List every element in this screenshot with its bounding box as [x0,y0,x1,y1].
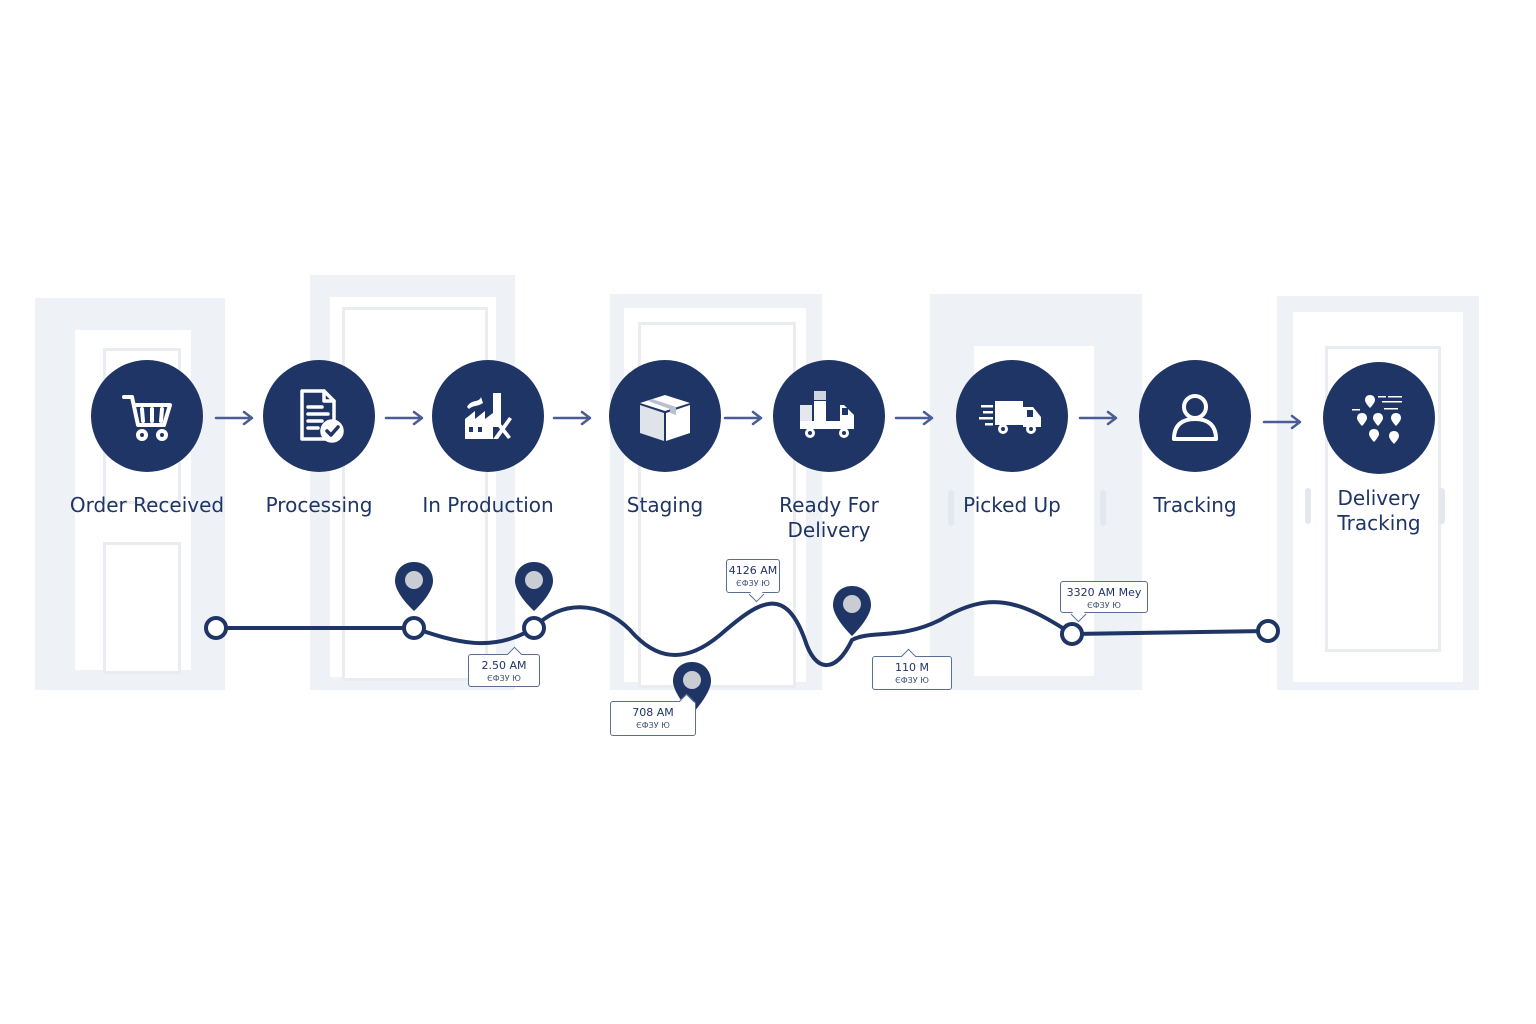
step-ready-for-delivery: Ready For Delivery [742,360,916,545]
map-pins-icon [1323,362,1435,474]
arrow-icon [384,410,424,426]
step-order-received: Order Received [62,360,232,520]
step-staging: Staging [580,360,750,520]
timestamp-callout: 3320 AM Mey ЄФЗУ Ю [1060,581,1148,623]
shopping-cart-icon [91,360,203,472]
callout-time: 4126 AM [728,564,778,577]
step-tracking: Tracking [1110,360,1280,520]
callout-time: 3320 AM Mey [1066,586,1142,599]
door-background-3 [610,294,822,690]
map-pin-icon [395,562,433,611]
person-icon [1139,360,1251,472]
callout-subtext: ЄФЗУ Ю [895,676,929,685]
step-in-production: In Production [402,360,574,520]
door-background-4 [930,294,1142,690]
arrow-icon [1262,414,1302,430]
door-background-5 [1277,296,1479,690]
step-picked-up: Picked Up [922,360,1102,520]
step-label: Order Received [69,493,225,517]
box-icon [609,360,721,472]
callout-subtext: ЄФЗУ Ю [487,674,521,683]
step-label: Ready For Delivery [779,493,879,542]
arrow-icon [552,410,592,426]
step-label: Processing [265,493,373,517]
arrow-icon [723,410,763,426]
callout-time: 708 AM [632,706,674,719]
route-node [204,616,1280,646]
factory-icon [432,360,544,472]
callout-time: 2.50 AM [481,659,527,672]
callout-time: 110 M [895,661,929,674]
document-check-icon [263,360,375,472]
step-label: Tracking [1153,493,1237,517]
timestamp-callout: 2.50 AM ЄФЗУ Ю [468,646,540,687]
step-label: In Production [422,493,554,517]
step-delivery-tracking: Delivery Tracking [1292,362,1466,547]
map-pin-icon [833,586,871,636]
map-pin-icon [515,562,553,611]
arrow-icon [214,410,254,426]
step-label: Staging [626,493,704,517]
step-label: Delivery Tracking [1337,486,1421,535]
loaded-truck-icon [773,360,885,472]
timestamp-callout: 4126 AM ЄФЗУ Ю [726,559,780,603]
callout-subtext: ЄФЗУ Ю [1087,601,1121,610]
arrow-icon [894,410,934,426]
step-label: Picked Up [963,493,1061,517]
timestamp-callout: 708 AM ЄФЗУ Ю [610,693,696,736]
step-processing: Processing [234,360,404,520]
arrow-icon [1078,410,1118,426]
moving-truck-icon [956,360,1068,472]
timestamp-callout: 110 M ЄФЗУ Ю [872,648,952,690]
callout-subtext: ЄФЗУ Ю [736,579,770,588]
callout-subtext: ЄФЗУ Ю [636,721,670,730]
